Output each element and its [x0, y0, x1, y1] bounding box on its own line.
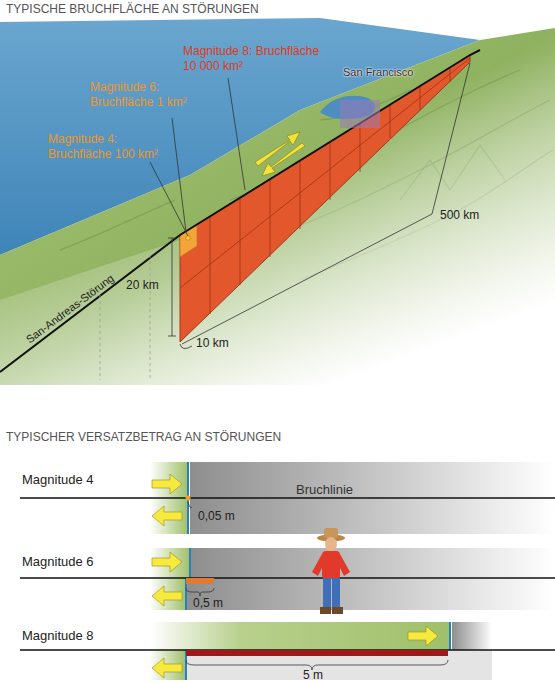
m4-plane — [186, 236, 190, 240]
slip-arrow — [152, 658, 182, 678]
block — [150, 548, 190, 578]
slip-arrow — [262, 143, 305, 176]
place-name: San Francisco — [343, 66, 413, 80]
magnitude-label: Magnitude 6: Bruchfläche 1 km² — [90, 80, 198, 110]
section-title: TYPISCHER VERSATZBETRAG AN STÖRUNGEN — [6, 430, 281, 445]
slip-arrow — [152, 586, 182, 606]
section-title: TYPISCHE BRUCHFLÄCHE AN STÖRUNGEN — [6, 2, 259, 17]
plane-grid — [180, 58, 470, 314]
block — [190, 548, 555, 578]
block — [150, 578, 186, 610]
row-label: Magnitude 6 — [22, 554, 94, 570]
dimension: 20 km — [126, 278, 159, 293]
block — [150, 622, 450, 650]
line-label: Bruchlinie — [296, 482, 353, 498]
fracture-line — [20, 497, 555, 499]
dimension: 5 m — [303, 668, 323, 683]
block — [186, 650, 492, 680]
slip-arrow — [152, 506, 182, 526]
fracture-line — [20, 577, 555, 579]
block — [186, 578, 555, 610]
row-label: Magnitude 4 — [22, 472, 94, 488]
city-area — [340, 100, 380, 128]
slip-arrow — [408, 626, 438, 646]
magnitude-label: Magnitude 8: Bruchfläche 10 000 km² — [183, 44, 323, 74]
offset-mark — [186, 496, 191, 501]
fade — [0, 40, 555, 385]
dimension: 0,5 m — [193, 596, 223, 611]
dimension: 500 km — [440, 208, 479, 223]
bracket — [188, 502, 192, 508]
block — [452, 622, 492, 650]
dimension: 10 km — [196, 336, 229, 351]
person-figure — [312, 528, 350, 614]
marker-line — [189, 548, 191, 578]
magnitude-label: Magnitude 4: Bruchfläche 100 km² — [48, 132, 172, 162]
marker-line — [449, 622, 451, 650]
dimension: 0,05 m — [198, 509, 235, 524]
offset-bar — [186, 578, 214, 584]
terrain — [0, 28, 555, 385]
rupture-plane — [180, 55, 470, 342]
row-label: Magnitude 8 — [22, 628, 94, 644]
slip-arrow — [255, 132, 300, 166]
fault-line — [0, 50, 480, 372]
leader-lines — [150, 63, 470, 349]
slip-arrow — [152, 474, 182, 494]
bracket — [186, 588, 214, 596]
block — [150, 650, 186, 680]
slip-arrow — [152, 552, 182, 572]
offset-bar — [186, 650, 448, 656]
